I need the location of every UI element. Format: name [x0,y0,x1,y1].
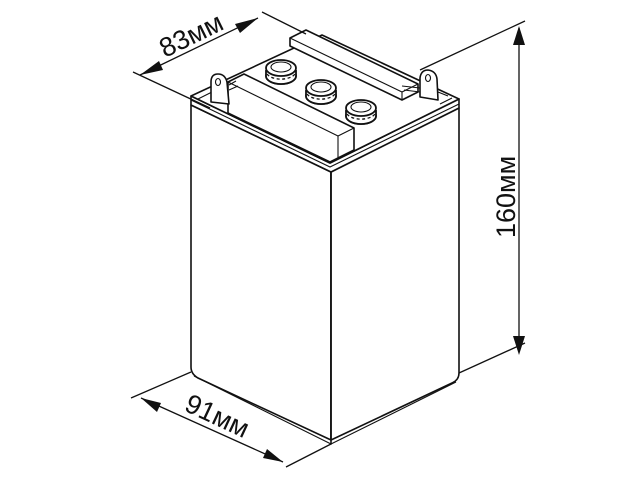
terminal-right [401,69,449,101]
battery-body [190,104,460,445]
battery-base-band-left [193,375,332,445]
terminal-left [210,73,239,105]
dimension-height: 160мм [419,20,526,374]
vent-cap-2 [305,79,337,105]
vent-cap-3 [345,99,377,125]
battery-base-band-right [330,381,457,445]
vent-cap-1 [265,59,297,85]
vent-caps [265,59,377,125]
lid-strip-left [227,73,355,163]
depth-label: 83мм [154,7,228,63]
battery-right-face [330,107,460,441]
battery-left-face [190,104,332,441]
height-label: 160мм [491,156,521,238]
